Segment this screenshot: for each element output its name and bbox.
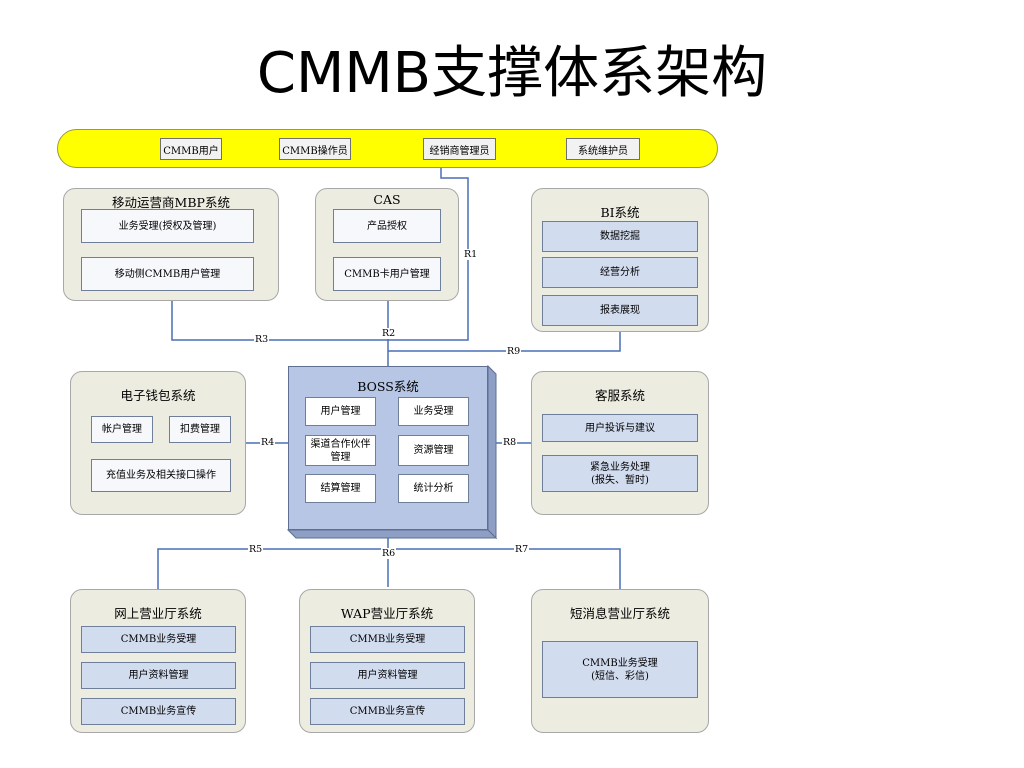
link-label-r7: R7 xyxy=(514,544,530,555)
link-r3-line xyxy=(171,301,388,341)
wallet-item-recharge: 充值业务及相关接口操作 xyxy=(91,459,231,492)
boss-item-resource: 资源管理 xyxy=(398,435,469,466)
sms-item-business: CMMB业务受理 (短信、彩信) xyxy=(542,641,698,698)
boss-item-user-mgmt: 用户管理 xyxy=(305,397,376,426)
user-operator: CMMB操作员 xyxy=(279,138,351,160)
bi-item-report: 报表展现 xyxy=(542,295,698,326)
cas-title: CAS xyxy=(373,192,401,207)
wallet-item-account: 帐户管理 xyxy=(91,416,153,443)
web-item-promo: CMMB业务宣传 xyxy=(81,698,236,725)
link-label-r6: R6 xyxy=(381,548,397,559)
link-label-r2: R2 xyxy=(381,328,397,339)
link-label-r9: R9 xyxy=(506,346,522,357)
wallet-title: 电子钱包系统 xyxy=(120,388,196,403)
user-sys-maintainer: 系统维护员 xyxy=(566,138,640,160)
link-label-r8: R8 xyxy=(502,437,518,448)
cs-title: 客服系统 xyxy=(594,388,645,403)
boss-item-statistics: 统计分析 xyxy=(398,474,469,503)
wap-item-business: CMMB业务受理 xyxy=(310,626,465,653)
boss-title: BOSS系统 xyxy=(357,379,419,394)
web-item-profile: 用户资料管理 xyxy=(81,662,236,689)
boss-item-settlement: 结算管理 xyxy=(305,474,376,503)
cs-item-complaint: 用户投诉与建议 xyxy=(542,414,698,442)
user-cmmb: CMMB用户 xyxy=(160,138,222,160)
link-r1-line xyxy=(388,168,469,341)
boss-item-channel: 渠道合作伙伴管理 xyxy=(305,435,376,466)
web-title: 网上营业厅系统 xyxy=(114,606,202,621)
mbp-title: 移动运营商MBP系统 xyxy=(112,195,230,210)
cas-item-card-user: CMMB卡用户管理 xyxy=(333,257,441,291)
sms-title: 短消息营业厅系统 xyxy=(569,606,670,621)
cas-item-product-auth: 产品授权 xyxy=(333,209,441,243)
wap-title: WAP营业厅系统 xyxy=(340,606,434,621)
web-item-business: CMMB业务受理 xyxy=(81,626,236,653)
cs-item-emergency: 紧急业务处理 (报失、暂时) xyxy=(542,455,698,492)
link-label-r5: R5 xyxy=(248,544,264,555)
page-title: CMMB支撑体系架构 xyxy=(256,41,768,106)
wallet-item-charge: 扣费管理 xyxy=(169,416,231,443)
bi-title: BI系统 xyxy=(600,205,640,220)
link-label-r1: R1 xyxy=(463,249,479,260)
link-label-r4: R4 xyxy=(260,437,276,448)
boss-item-business: 业务受理 xyxy=(398,397,469,426)
mbp-item-business: 业务受理(授权及管理) xyxy=(81,209,254,243)
user-dealer-admin: 经销商管理员 xyxy=(423,138,496,160)
bi-item-analysis: 经营分析 xyxy=(542,257,698,288)
bi-item-mining: 数据挖掘 xyxy=(542,221,698,252)
link-r9-line xyxy=(388,332,621,352)
mbp-item-user-mgmt: 移动侧CMMB用户管理 xyxy=(81,257,254,291)
link-label-r3: R3 xyxy=(254,334,270,345)
wap-item-profile: 用户资料管理 xyxy=(310,662,465,689)
wap-item-promo: CMMB业务宣传 xyxy=(310,698,465,725)
cs-system: 客服系统 xyxy=(531,371,709,515)
